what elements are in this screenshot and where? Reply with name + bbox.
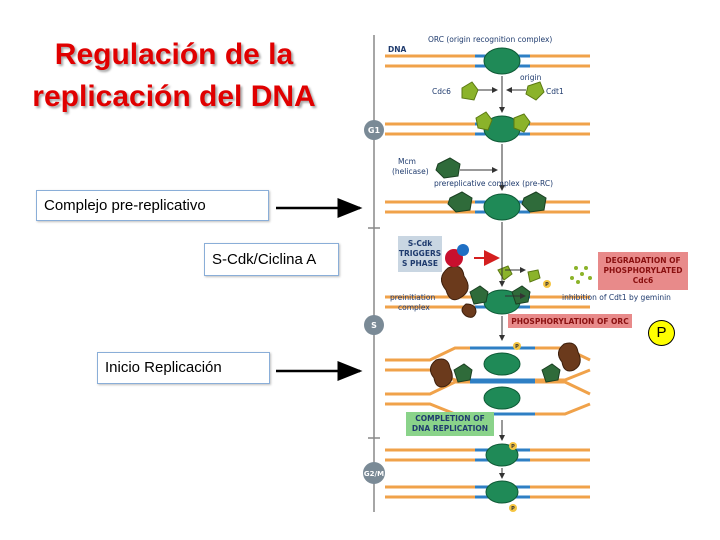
s-cdk-molecule [445,244,469,267]
degradation-fragments [570,266,592,284]
svg-text:Cdc6: Cdc6 [633,276,654,285]
svg-text:G1: G1 [368,126,381,135]
degradation-box: DEGRADATION OF PHOSPHORYLATED Cdc6 [598,252,688,290]
phosphate-circles: P P P P [509,280,551,512]
phase-g1-badge: G1 [364,120,384,140]
svg-text:COMPLETION OF: COMPLETION OF [415,414,484,423]
helicase-label: (helicase) [392,167,429,176]
svg-text:TRIGGERS: TRIGGERS [399,249,441,258]
svg-text:S-Cdk: S-Cdk [408,239,433,248]
dna-label: DNA [388,45,407,54]
orc-label: ORC (origin recognition complex) [428,35,552,44]
slide-title: Regulación de la replicación del DNA [32,38,316,113]
preinitiation-label-2: complex [398,303,430,312]
svg-text:DEGRADATION OF: DEGRADATION OF [605,256,680,265]
stage-arrows [460,76,526,479]
cdc6-cdt1-proteins [461,81,545,283]
preinitiation-label-1: preinitiation [390,293,435,302]
svg-text:S PHASE: S PHASE [402,259,438,268]
svg-text:S: S [371,321,377,330]
cdc6-label: Cdc6 [432,87,451,96]
svg-text:PHOSPHORYLATED: PHOSPHORYLATED [604,266,683,275]
svg-text:DNA REPLICATION: DNA REPLICATION [412,424,488,433]
s-cdk-cyclin-a-label: S-Cdk/Ciclina A [204,243,339,276]
phase-g2m-badge: G2/M [363,462,385,484]
svg-text:P: P [511,506,515,512]
svg-text:G2/M: G2/M [364,470,384,478]
origin-label: origin [520,73,542,82]
geminin-label: inhibition of Cdt1 by geminin [562,293,671,302]
phosphate-marker: P [648,320,675,346]
phosphorylation-orc-box: PHOSPHORYLATION OF ORC [508,314,632,328]
svg-text:P: P [511,444,515,450]
pre-replicative-complex-label: Complejo pre-replicativo [36,190,269,221]
svg-text:P: P [515,344,519,350]
completion-box: COMPLETION OF DNA REPLICATION [406,412,494,436]
replication-start-label: Inicio Replicación [97,352,270,384]
mcm-helicase [435,157,561,383]
preinitiation-complex [430,265,581,388]
s-cdk-triggers-box: S-Cdk TRIGGERS S PHASE [398,236,442,272]
svg-text:P: P [545,282,549,288]
mcm-label: Mcm [398,157,416,166]
orc-complexes [483,47,521,504]
phase-s-badge: S [364,315,384,335]
cdt1-label: Cdt1 [546,87,564,96]
svg-text:PHOSPHORYLATION OF ORC: PHOSPHORYLATION OF ORC [511,317,629,326]
pre-rc-label: prereplicative complex (pre-RC) [434,179,553,188]
